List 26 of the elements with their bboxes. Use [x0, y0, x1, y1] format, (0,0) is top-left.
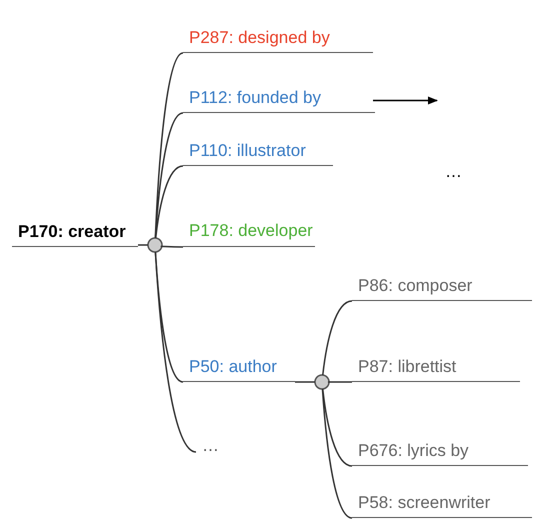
branch-line	[155, 165, 184, 238]
arrow	[373, 96, 438, 104]
branch-line	[162, 246, 183, 248]
property-label: P676: lyrics by	[352, 441, 528, 466]
property-label: P287: designed by	[183, 28, 373, 53]
branch-line	[322, 388, 352, 519]
property-label: P170: creator	[12, 222, 138, 247]
branch-line	[154, 252, 196, 453]
property-label: P112: founded by	[183, 88, 375, 113]
branch-line	[295, 381, 315, 383]
branch-line	[154, 112, 184, 238]
property-label: P178: developer	[183, 221, 315, 247]
property-label: P110: illustrator	[183, 141, 333, 166]
property-label: P50: author	[183, 357, 295, 382]
branch-line	[138, 244, 148, 246]
property-label: P86: composer	[352, 276, 532, 301]
branch-line	[154, 52, 184, 238]
junction-circle	[314, 374, 330, 390]
property-label: P58: screenwriter	[352, 493, 532, 518]
junction-circle	[147, 237, 163, 253]
branch-line	[322, 300, 352, 376]
ellipsis-text: …	[196, 436, 236, 460]
branch-line	[322, 388, 352, 467]
ellipsis-text: …	[445, 162, 462, 182]
branch-line	[329, 381, 352, 383]
property-label: P87: librettist	[352, 357, 520, 382]
